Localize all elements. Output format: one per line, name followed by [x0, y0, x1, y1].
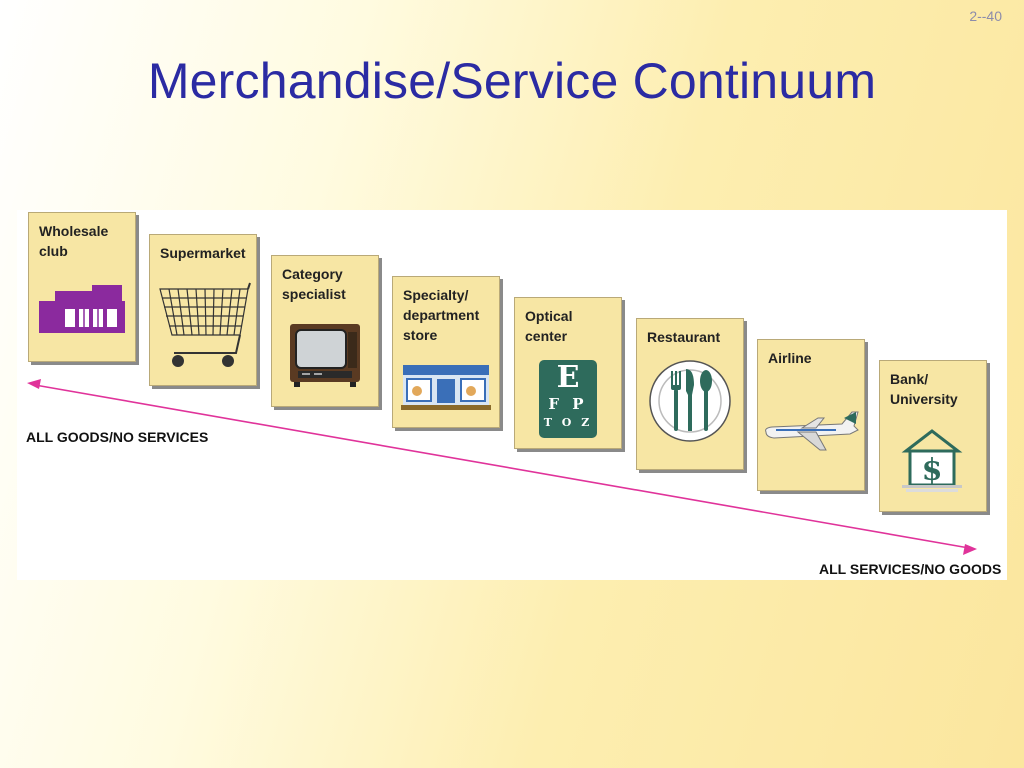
svg-text:$: $: [922, 453, 943, 488]
card-wholesale-club: Wholesale club: [28, 212, 136, 362]
card-bank-university: Bank/ University $: [879, 360, 987, 512]
television-icon: [290, 324, 360, 387]
card-restaurant: Restaurant: [636, 318, 744, 470]
eye-chart-row-2: F P: [548, 395, 588, 413]
card-label: Bank/ University: [890, 371, 958, 407]
axis-label-right: ALL SERVICES/NO GOODS: [819, 561, 1002, 577]
card-airline: Airline: [757, 339, 865, 491]
eye-chart-row-1: E: [556, 360, 580, 395]
card-label: Restaurant: [647, 329, 721, 345]
storefront-icon: [401, 365, 491, 410]
card-label: Airline: [768, 350, 812, 366]
card-label: Specialty/ department store: [403, 287, 480, 343]
eye-chart-icon: E F P T O Z: [539, 360, 597, 438]
card-label: Supermarket: [160, 245, 246, 261]
card-label: Optical center: [525, 308, 573, 344]
arrow-head-left: [27, 379, 41, 389]
warehouse-store-icon: [39, 285, 125, 333]
slide-title: Merchandise/Service Continuum: [147, 53, 877, 109]
continuum-arrow: [27, 379, 977, 555]
plate-cutlery-icon: [649, 360, 731, 442]
eye-chart-row-3: T O Z: [543, 416, 593, 429]
arrow-head-right: [963, 544, 977, 555]
slide-number: 2--40: [969, 8, 1002, 24]
card-specialty-department-store: Specialty/ department store: [392, 276, 500, 428]
card-supermarket: Supermarket: [149, 234, 257, 386]
card-label: Wholesale club: [39, 223, 109, 259]
card-category-specialist: Category specialist: [271, 255, 379, 407]
airplane-icon: [765, 411, 859, 451]
axis-label-left: ALL GOODS/NO SERVICES: [26, 429, 209, 445]
card-label: Category specialist: [282, 266, 346, 302]
shopping-cart-icon: [159, 282, 251, 367]
dollar-building-icon: $: [901, 429, 963, 492]
continuum-diagram: ALL GOODS/NO SERVICES ALL SERVICES/NO GO…: [17, 210, 1007, 580]
card-optical-center: Optical center E F P T O Z: [514, 297, 622, 449]
